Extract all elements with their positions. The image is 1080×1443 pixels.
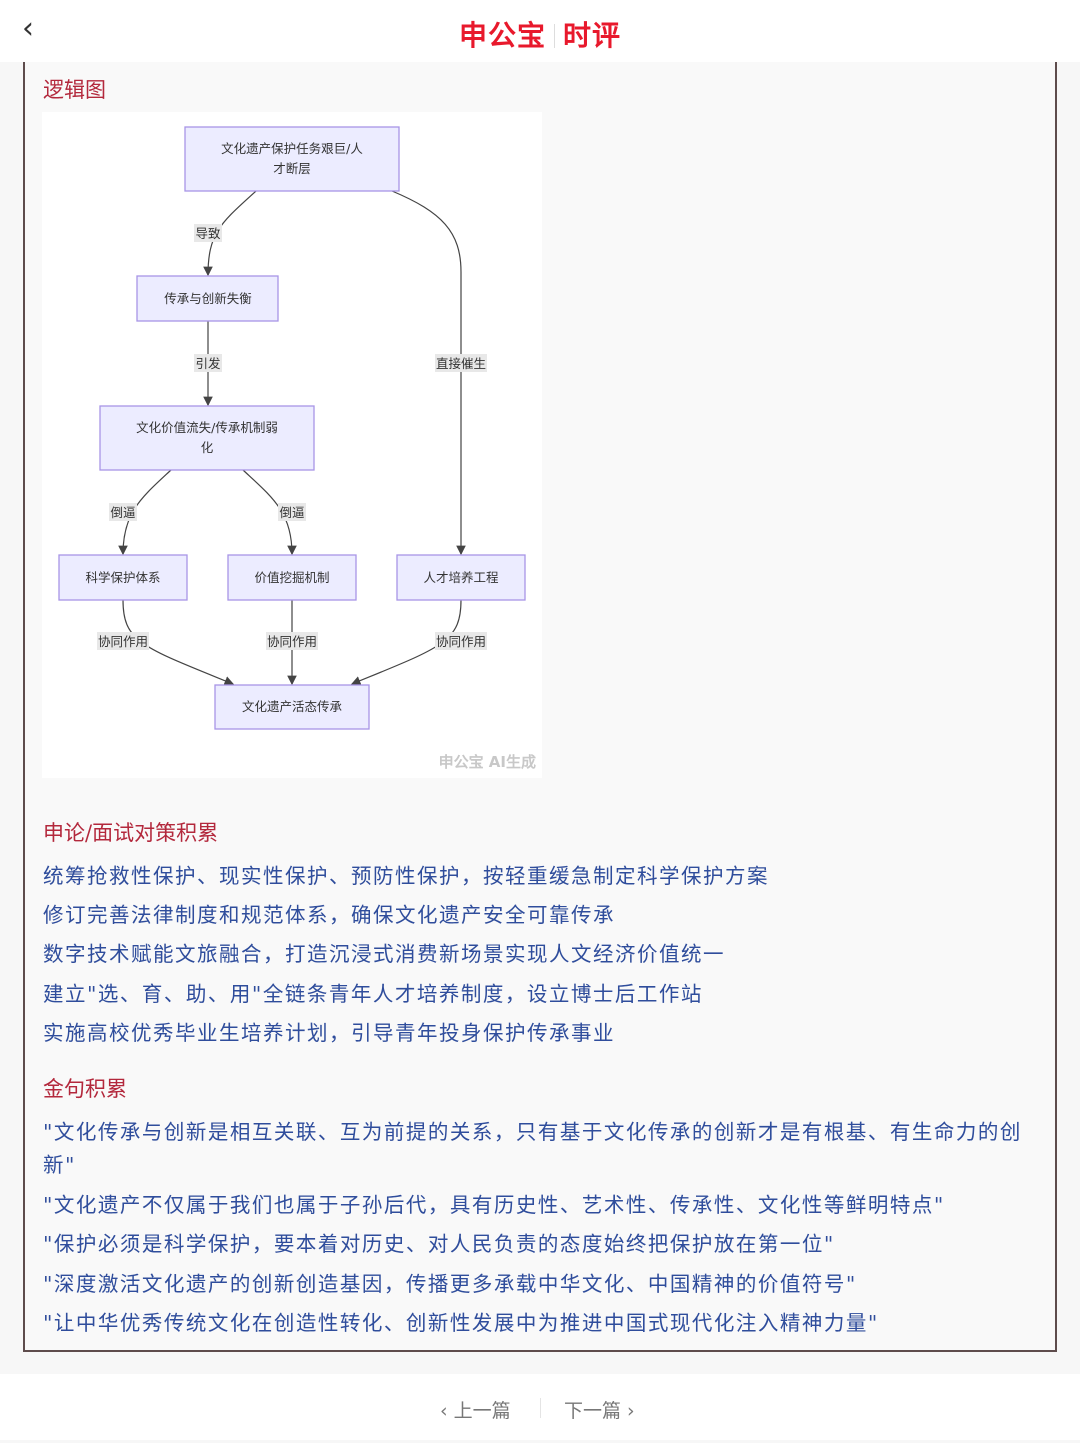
quote-item: "保护必须是科学保护，要本着对历史、对人民负责的态度始终把保护放在第一位" <box>43 1232 835 1256</box>
svg-text:人才培养工程: 人才培养工程 <box>423 570 499 585</box>
quote-item: "文化传承与创新是相互关联、互为前提的关系，只有基于文化传承的创新才是有根基、有… <box>43 1120 1022 1144</box>
article-content: 逻辑图 文化遗产保护任务艰巨/人 才断层 传承与创新失衡 文化价值流失/传承机制… <box>23 62 1057 1352</box>
strategy-item: 修订完善法律制度和规范体系，确保文化遗产安全可靠传承 <box>43 903 615 927</box>
node-living-heritage: 文化遗产活态传承 <box>214 684 370 730</box>
node-scientific-protection: 科学保护体系 <box>58 554 188 601</box>
strategy-item: 实施高校优秀毕业生培养计划，引导青年投身保护传承事业 <box>43 1021 615 1045</box>
brand-name: 申公宝 <box>458 19 546 52</box>
article-nav: ‹ 上一篇 下一篇 › <box>0 1374 1080 1440</box>
back-chevron-left-icon[interactable]: ‹ <box>22 11 34 46</box>
next-label: 下一篇 <box>564 1400 622 1422</box>
svg-text:文化价值流失/传承机制弱: 文化价值流失/传承机制弱 <box>136 420 278 435</box>
top-bar: ‹ 申公宝时评 <box>0 0 1080 62</box>
chevron-left-icon: ‹ <box>440 1400 454 1422</box>
edge-label: 协同作用 <box>97 632 149 650</box>
svg-text:协同作用: 协同作用 <box>436 634 486 649</box>
logic-diagram: 文化遗产保护任务艰巨/人 才断层 传承与创新失衡 文化价值流失/传承机制弱 化 … <box>42 112 542 778</box>
node-value-mining: 价值挖掘机制 <box>227 554 357 601</box>
ai-watermark: 申公宝 AI生成 <box>439 753 536 771</box>
brand-divider <box>554 24 555 48</box>
svg-text:倒逼: 倒逼 <box>279 505 304 520</box>
svg-text:文化遗产保护任务艰巨/人: 文化遗产保护任务艰巨/人 <box>221 141 363 156</box>
svg-text:协同作用: 协同作用 <box>267 634 317 649</box>
svg-text:化: 化 <box>201 440 214 455</box>
svg-text:倒逼: 倒逼 <box>110 505 135 520</box>
svg-text:导致: 导致 <box>195 226 221 241</box>
edge-label: 协同作用 <box>435 632 487 650</box>
nav-divider <box>540 1398 541 1418</box>
svg-text:传承与创新失衡: 传承与创新失衡 <box>164 291 252 306</box>
strategy-item: 统筹抢救性保护、现实性保护、预防性保护，按轻重缓急制定科学保护方案 <box>43 864 769 888</box>
edge-label: 倒逼 <box>109 503 137 521</box>
quote-item: "深度激活文化遗产的创新创造基因，传播更多承载中华文化、中国精神的价值符号" <box>43 1272 857 1296</box>
quote-item: "文化遗产不仅属于我们也属于子孙后代，具有历史性、艺术性、传承性、文化性等鲜明特… <box>43 1193 945 1217</box>
strategy-item: 建立"选、育、助、用"全链条青年人才培养制度，设立博士后工作站 <box>43 982 703 1006</box>
node-imbalance: 传承与创新失衡 <box>136 275 279 322</box>
chevron-right-icon: › <box>621 1400 635 1422</box>
quote-item-continued: 新" <box>43 1153 76 1177</box>
section-title-strategy: 申论/面试对策积累 <box>43 821 219 845</box>
node-value-loss: 文化价值流失/传承机制弱 化 <box>99 405 315 471</box>
prev-label: 上一篇 <box>453 1400 511 1422</box>
section-title-quotes: 金句积累 <box>43 1077 127 1101</box>
node-task-difficult: 文化遗产保护任务艰巨/人 才断层 <box>184 126 400 192</box>
edge-label: 倒逼 <box>278 503 306 521</box>
svg-text:文化遗产活态传承: 文化遗产活态传承 <box>242 699 343 714</box>
svg-text:引发: 引发 <box>195 356 221 371</box>
edge-label: 协同作用 <box>266 632 318 650</box>
svg-text:价值挖掘机制: 价值挖掘机制 <box>254 570 329 585</box>
svg-text:科学保护体系: 科学保护体系 <box>85 570 160 585</box>
quote-item: "让中华优秀传统文化在创造性转化、创新性发展中为推进中国式现代化注入精神力量" <box>43 1311 879 1335</box>
section-title-logic: 逻辑图 <box>43 78 106 102</box>
brand-section: 时评 <box>563 19 622 52</box>
next-article-button[interactable]: 下一篇 › <box>564 1396 635 1423</box>
brand-logo: 申公宝时评 <box>0 14 1080 54</box>
edge-label: 直接催生 <box>435 354 487 372</box>
svg-text:才断层: 才断层 <box>273 161 311 176</box>
edge-direct <box>391 190 466 556</box>
svg-text:协同作用: 协同作用 <box>98 634 148 649</box>
strategy-item: 数字技术赋能文旅融合，打造沉浸式消费新场景实现人文经济价值统一 <box>43 942 725 966</box>
prev-article-button[interactable]: ‹ 上一篇 <box>440 1396 511 1423</box>
edge-label: 导致 <box>194 224 222 242</box>
svg-text:直接催生: 直接催生 <box>436 356 486 371</box>
node-talent-cultivation: 人才培养工程 <box>396 554 526 601</box>
edge-label: 引发 <box>194 354 222 372</box>
